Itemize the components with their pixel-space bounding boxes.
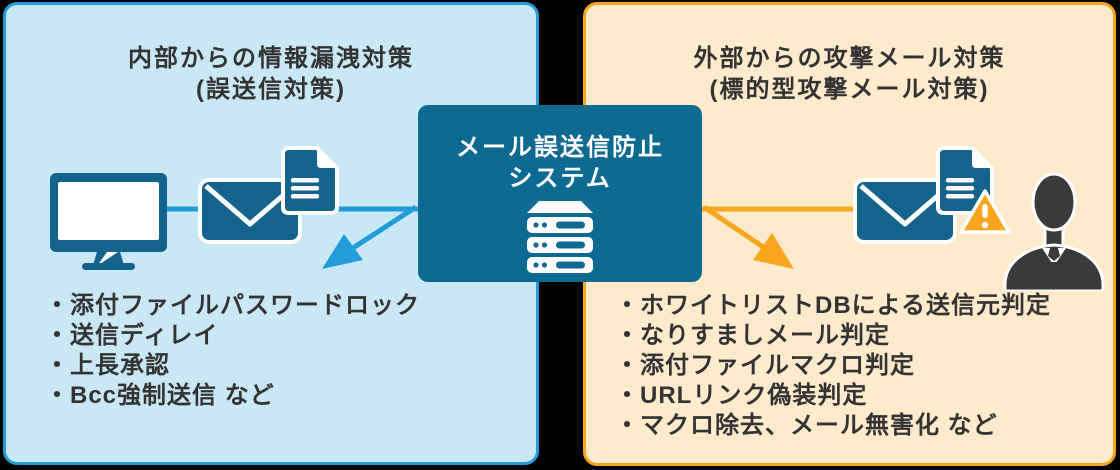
attacker-person-icon	[1003, 172, 1105, 291]
external-feature-item: ・マクロ除去、メール無害化 など	[615, 411, 1051, 441]
internal-panel-title-line2: (誤送信対策)	[196, 76, 346, 103]
feature-item-label: URLリンク偽装判定	[640, 382, 868, 409]
external-feature-item: ・URLリンク偽装判定	[615, 381, 1051, 411]
server-icon	[527, 201, 593, 273]
mail-system-title-line1: メール誤送信防止	[456, 134, 664, 161]
internal-feature-item: ・添付ファイルパスワードロック	[45, 291, 420, 321]
external-feature-list: ・ホワイトリストDBによる送信元判定 ・なりすましメール判定 ・添付ファイルマク…	[615, 291, 1051, 441]
bullet: ・	[45, 382, 70, 409]
external-feature-item: ・なりすましメール判定	[615, 321, 1051, 351]
bullet: ・	[615, 382, 640, 409]
monitor-icon	[50, 173, 167, 270]
feature-item-label: 添付ファイルパスワードロック	[70, 292, 420, 319]
bullet: ・	[45, 292, 70, 319]
internal-feature-item: ・上長承認	[45, 351, 420, 381]
bullet: ・	[45, 352, 70, 379]
mail-system-title: メール誤送信防止 システム	[456, 132, 664, 194]
feature-item-label: 添付ファイルマクロ判定	[640, 352, 915, 379]
external-attack-panel: 外部からの攻撃メール対策 (標的型攻撃メール対策)	[583, 2, 1116, 466]
feature-item-label: 上長承認	[70, 352, 170, 379]
internal-feature-item: ・送信ディレイ	[45, 321, 420, 351]
feature-item-label: Bcc強制送信 など	[70, 382, 275, 409]
bullet: ・	[615, 412, 640, 439]
external-feature-item: ・添付ファイルマクロ判定	[615, 351, 1051, 381]
feature-item-label: マクロ除去、メール無害化 など	[640, 412, 998, 439]
warning-icon	[959, 189, 1011, 234]
bullet: ・	[615, 322, 640, 349]
mail-system-box: メール誤送信防止 システム	[418, 105, 702, 282]
feature-item-label: ホワイトリストDBによる送信元判定	[640, 292, 1051, 319]
attachment-document-icon	[281, 146, 339, 215]
mail-system-title-line2: システム	[508, 165, 612, 192]
bullet: ・	[615, 352, 640, 379]
external-feature-item: ・ホワイトリストDBによる送信元判定	[615, 291, 1051, 321]
feature-item-label: なりすましメール判定	[640, 322, 890, 349]
internal-panel-title-line1: 内部からの情報漏洩対策	[128, 45, 414, 72]
bullet: ・	[615, 292, 640, 319]
external-panel-title: 外部からの攻撃メール対策 (標的型攻撃メール対策)	[586, 43, 1113, 105]
internal-panel-title: 内部からの情報漏洩対策 (誤送信対策)	[6, 43, 536, 105]
feature-item-label: 送信ディレイ	[70, 322, 219, 349]
external-panel-title-line1: 外部からの攻撃メール対策	[693, 45, 1006, 72]
internal-feature-item: ・Bcc強制送信 など	[45, 381, 420, 411]
external-panel-title-line2: (標的型攻撃メール対策)	[709, 76, 990, 103]
bullet: ・	[45, 322, 70, 349]
internal-feature-list: ・添付ファイルパスワードロック ・送信ディレイ ・上長承認 ・Bcc強制送信 な…	[45, 291, 420, 411]
